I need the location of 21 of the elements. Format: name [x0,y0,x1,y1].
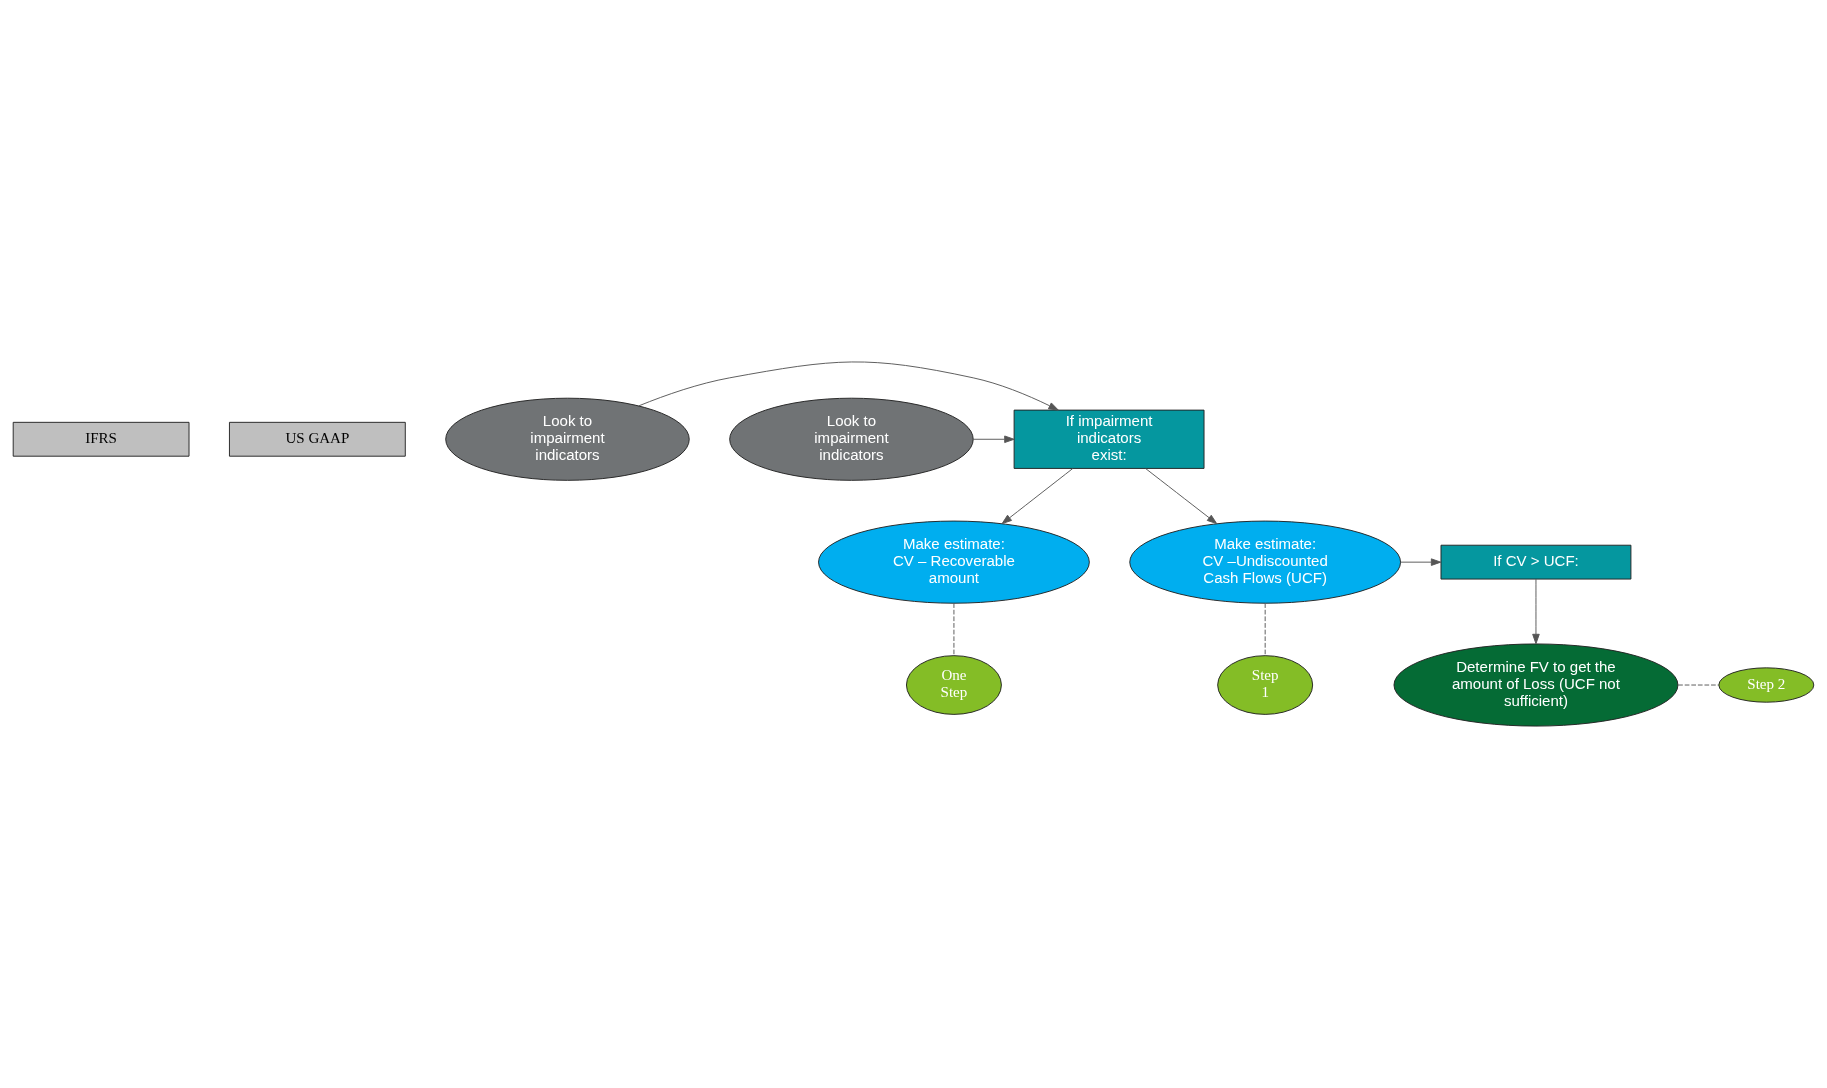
node-ellipse: Make estimate: CV – Recoverable amount [818,520,1090,604]
arrow [1400,558,1442,566]
connector [1264,602,1266,656]
arrow [638,361,1059,411]
arrow [1145,468,1218,525]
connector [953,602,955,656]
node-ellipse: Step 2 [1718,667,1815,703]
node-ellipse: Make estimate: CV –Undiscounted Cash Flows (UCF) [1129,520,1402,604]
node-ellipse: Look to impairment indicators [729,397,974,481]
node-ellipse: Step 1 [1217,655,1314,715]
node-box: If impairment indicators exist: [1013,409,1205,469]
node-ellipse: Determine FV to get the amount of Loss (UCF not sufficient) [1393,643,1679,727]
node-box: If CV > UCF: [1440,544,1632,580]
node-box: IFRS [12,421,190,457]
arrow [972,435,1015,444]
node-ellipse: Look to impairment indicators [445,397,690,481]
arrow [1532,578,1540,645]
arrow [1001,468,1074,525]
connector [1677,684,1720,686]
node-ellipse: One Step [906,655,1002,715]
node-box: US GAAP [229,421,406,457]
